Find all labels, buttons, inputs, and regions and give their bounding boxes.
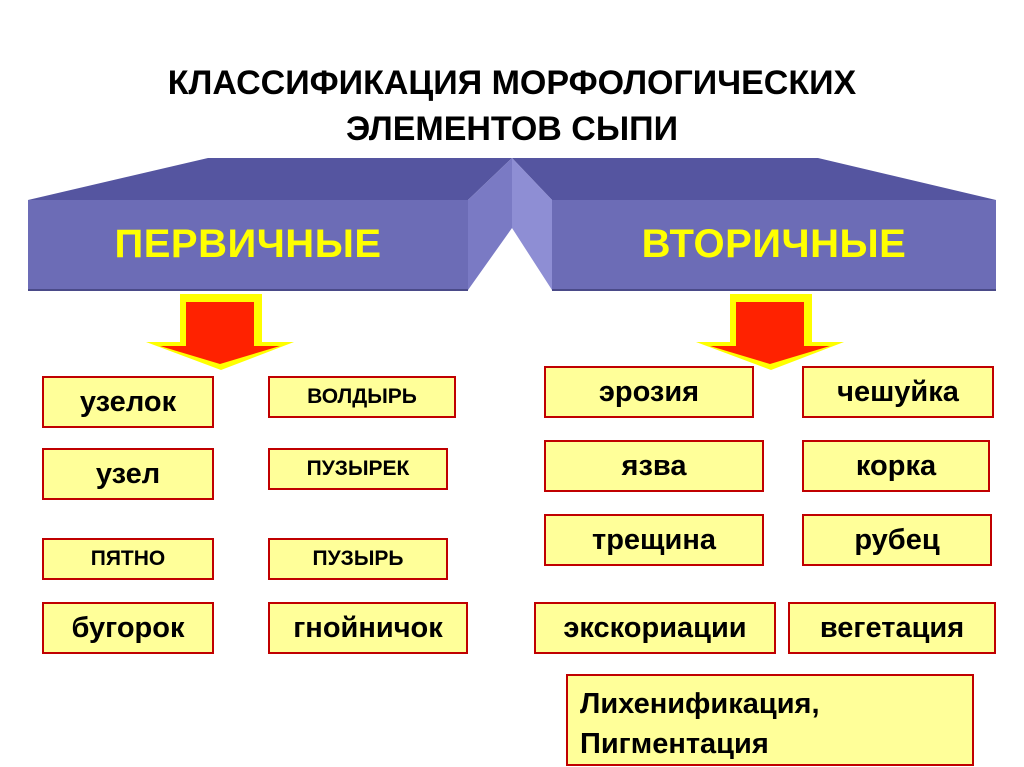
secondary-item-ekskoriatsii: экскориации [534, 602, 776, 654]
category-banner [28, 158, 996, 291]
secondary-item-treshchina: трещина [544, 514, 764, 566]
banner-top-right [512, 158, 996, 200]
secondary-item-korka: корка [802, 440, 990, 492]
secondary-item-likhenifikatsiya: Лихенификация, Пигментация [566, 674, 974, 766]
secondary-arrow-icon [696, 294, 844, 370]
secondary-item-rubets: рубец [802, 514, 992, 566]
banner-peak-right [512, 158, 552, 290]
primary-item-gnoynichok: гнойничок [268, 602, 468, 654]
primary-item-uzelok: узелок [42, 376, 214, 428]
primary-item-uzel: узел [42, 448, 214, 500]
title-line-1: КЛАССИФИКАЦИЯ МОРФОЛОГИЧЕСКИХ [167, 64, 857, 102]
primary-item-puzyrek: ПУЗЫРЕК [268, 448, 448, 490]
banner-peak-left [468, 158, 512, 290]
primary-item-puzyr: ПУЗЫРЬ [268, 538, 448, 580]
secondary-item-cheshuyka: чешуйка [802, 366, 994, 418]
secondary-label: ВТОРИЧНЫЕ [641, 222, 907, 266]
extra-line-1: Лихенификация, [580, 688, 820, 720]
primary-arrow-icon [146, 294, 294, 370]
diagram-title: КЛАССИФИКАЦИЯ МОРФОЛОГИЧЕСКИХ ЭЛЕМЕНТОВ … [0, 60, 1024, 152]
secondary-item-yazva: язва [544, 440, 764, 492]
primary-item-bugorok: бугорок [42, 602, 214, 654]
secondary-item-eroziya: эрозия [544, 366, 754, 418]
primary-item-pyatno: ПЯТНО [42, 538, 214, 580]
secondary-item-vegetatsiya: вегетация [788, 602, 996, 654]
banner-front-right [552, 200, 996, 290]
primary-label: ПЕРВИЧНЫЕ [114, 222, 382, 266]
banner-front-left [28, 200, 468, 290]
primary-item-voldyr: ВОЛДЫРЬ [268, 376, 456, 418]
banner-top-left [28, 158, 512, 200]
title-line-2: ЭЛЕМЕНТОВ СЫПИ [345, 110, 679, 148]
extra-line-2: Пигментация [580, 728, 769, 760]
